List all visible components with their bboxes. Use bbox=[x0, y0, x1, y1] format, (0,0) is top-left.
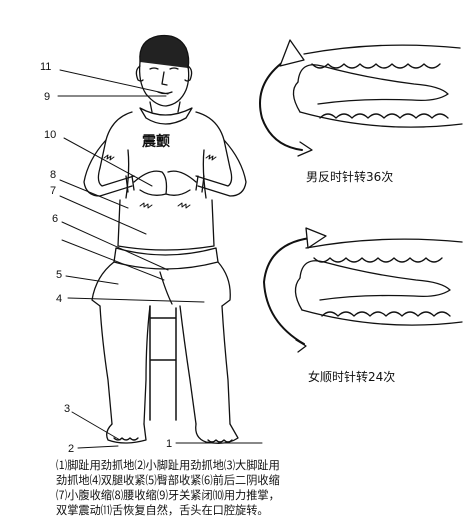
waist bbox=[114, 248, 218, 269]
tongue-diagram-female bbox=[264, 228, 462, 352]
rotation-arrow-ccw-head bbox=[280, 40, 304, 66]
leader-11 bbox=[60, 70, 168, 94]
vibration-marks-left bbox=[104, 155, 114, 160]
left-leg bbox=[100, 306, 150, 424]
label-10: 10 bbox=[44, 129, 56, 141]
leader-4 bbox=[68, 298, 204, 302]
upper-teeth-top bbox=[304, 45, 460, 54]
upper-teeth-bottom bbox=[306, 239, 462, 248]
label-6: 6 bbox=[52, 213, 58, 225]
eyes bbox=[150, 68, 178, 69]
upper-teeth-row-bottom bbox=[314, 258, 442, 262]
leader-7 bbox=[60, 196, 146, 234]
leader-10 bbox=[64, 138, 152, 186]
lips-bottom bbox=[295, 278, 302, 310]
vibration-marks-bottom bbox=[140, 203, 190, 208]
female-caption: 女顺时针转24次 bbox=[308, 368, 395, 385]
tongue-bottom bbox=[300, 261, 450, 300]
neck bbox=[150, 102, 180, 112]
vibration-marks-right bbox=[206, 155, 216, 160]
right-leg bbox=[180, 306, 230, 424]
leader-5 bbox=[66, 276, 118, 284]
right-toes bbox=[208, 440, 232, 442]
label-9: 9 bbox=[44, 91, 50, 103]
leader-2 bbox=[78, 446, 118, 448]
male-caption: 男反时针转36次 bbox=[306, 168, 393, 185]
groin bbox=[160, 272, 172, 304]
nose bbox=[162, 72, 167, 85]
leader-6b bbox=[62, 240, 164, 280]
lower-teeth-row-bottom bbox=[322, 312, 450, 316]
seated-figure bbox=[84, 36, 246, 444]
rotation-arrow-cw bbox=[264, 238, 310, 344]
leader-8 bbox=[60, 180, 128, 208]
tongue-diagram-male bbox=[260, 40, 462, 156]
hands bbox=[134, 171, 196, 195]
label-4: 4 bbox=[56, 293, 62, 305]
label-5: 5 bbox=[56, 269, 62, 281]
label-8: 8 bbox=[50, 169, 56, 181]
label-2: 2 bbox=[68, 443, 74, 455]
chair bbox=[150, 306, 176, 420]
upper-teeth-row-top bbox=[312, 64, 440, 68]
left-arm bbox=[84, 140, 134, 196]
chest-label: 震颤 bbox=[141, 133, 170, 150]
legend-line-3: ⑺小腹收缩⑻腰收缩⑼牙关紧闭⑽用力推掌， bbox=[56, 488, 456, 503]
legend-line-4: 双掌震动⑾舌恢复自然，舌头在口腔旋转。 bbox=[56, 503, 456, 518]
jacket-body bbox=[118, 200, 214, 250]
label-7: 7 bbox=[50, 185, 56, 197]
leader-lines bbox=[58, 70, 262, 448]
label-1: 1 bbox=[166, 438, 172, 450]
legend-text: ⑴脚趾用劲抓地⑵小脚趾用劲抓地⑶大脚趾用 劲抓地⑷双腿收紧⑸臀部收紧⑹前后二阴收… bbox=[56, 458, 456, 518]
lower-teeth-row-top bbox=[320, 114, 448, 118]
tongue-top bbox=[298, 65, 448, 104]
lips-top bbox=[293, 82, 300, 112]
label-11: 11 bbox=[40, 61, 51, 73]
label-3: 3 bbox=[64, 403, 70, 415]
hair bbox=[140, 36, 189, 69]
legend-line-1: ⑴脚趾用劲抓地⑵小脚趾用劲抓地⑶大脚趾用 bbox=[56, 458, 456, 473]
collar bbox=[140, 108, 192, 124]
leader-3 bbox=[72, 412, 120, 440]
legend-line-2: 劲抓地⑷双腿收紧⑸臀部收紧⑹前后二阴收缩 bbox=[56, 473, 456, 488]
